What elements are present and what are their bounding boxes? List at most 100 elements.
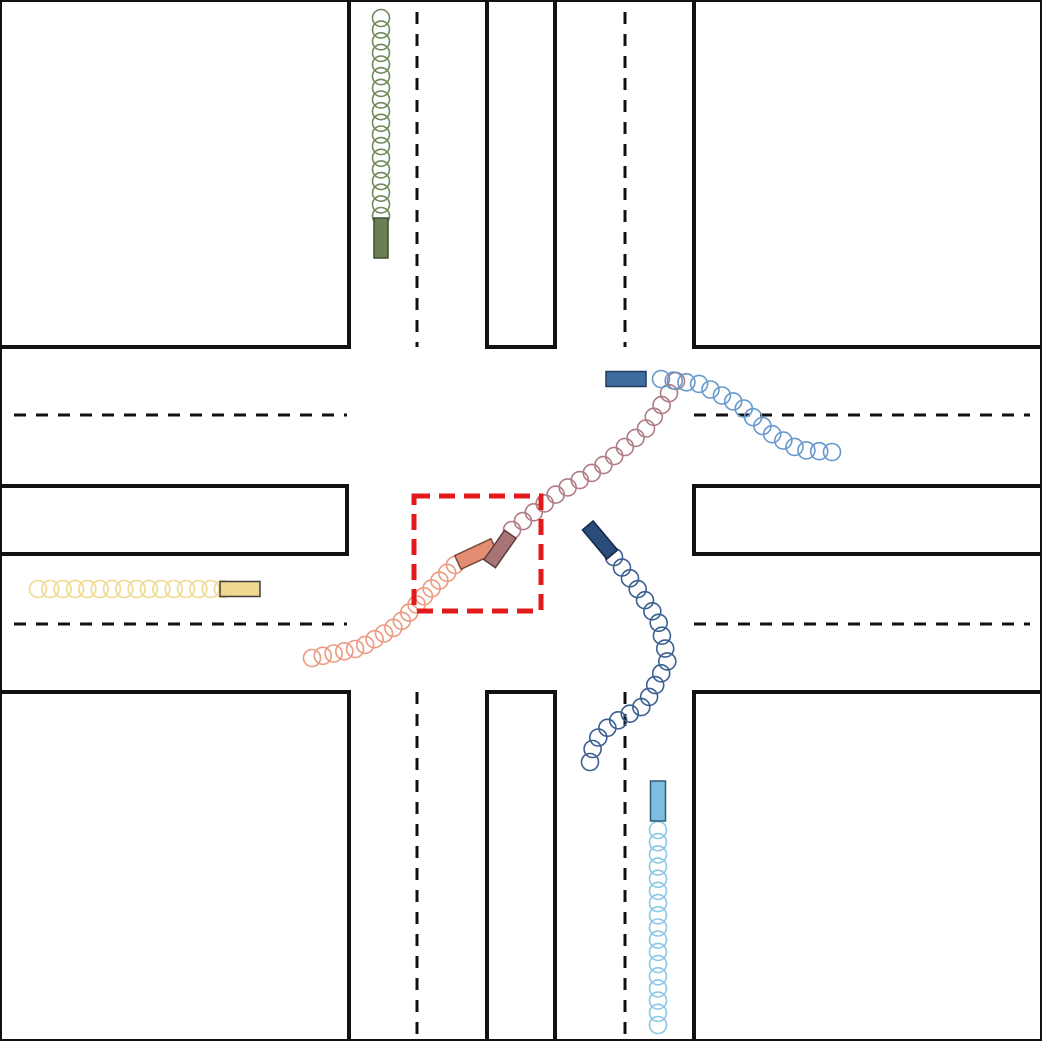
trajectory-point xyxy=(648,1003,668,1023)
trajectory-point xyxy=(648,845,668,864)
trajectory-point xyxy=(371,55,391,74)
trajectory-point xyxy=(652,626,672,646)
trajectory-point xyxy=(365,629,384,649)
trajectory-point xyxy=(65,579,85,599)
trajectory-point xyxy=(201,579,220,599)
trajectory-point xyxy=(371,20,391,39)
trajectory-point xyxy=(649,613,669,633)
trajectory-point xyxy=(371,66,391,86)
trajectory-point xyxy=(648,966,668,986)
trajectory-point xyxy=(785,437,804,457)
trajectory-point xyxy=(648,857,668,876)
trajectory-point xyxy=(648,869,668,889)
trajectory-point xyxy=(797,441,816,460)
trajectory-point xyxy=(127,579,146,599)
trajectory-point xyxy=(636,419,656,438)
trajectory-point xyxy=(657,652,677,671)
trajectory-point xyxy=(371,8,391,28)
trajectory-point xyxy=(626,428,645,448)
collision-highlight-box xyxy=(411,493,544,614)
trajectory-point xyxy=(152,579,171,599)
trajectory-point xyxy=(648,832,668,852)
trajectory-point xyxy=(651,663,671,683)
trajectory-point xyxy=(164,579,183,599)
vehicle-mauve xyxy=(482,529,518,569)
trajectory-point xyxy=(355,635,375,655)
trajectory-point xyxy=(648,991,668,1010)
trajectory-green xyxy=(371,8,391,226)
trajectory-point xyxy=(655,639,675,658)
trajectory-point xyxy=(677,372,696,392)
trajectory-point xyxy=(822,442,842,462)
trajectory-point xyxy=(648,930,668,950)
trajectory-point xyxy=(664,371,684,390)
trajectory-point xyxy=(631,697,651,717)
trajectory-point xyxy=(371,160,391,179)
trajectory-point xyxy=(648,979,668,998)
trajectory-point xyxy=(176,579,196,599)
trajectory-point xyxy=(371,171,391,191)
vehicle-navy xyxy=(581,519,619,561)
trajectory-point xyxy=(371,101,391,121)
trajectory-mauve xyxy=(502,371,686,540)
trajectory-point xyxy=(371,31,391,51)
trajectory-point xyxy=(139,579,159,599)
trajectory-point xyxy=(689,374,709,394)
trajectory-point xyxy=(345,639,365,659)
trajectory-point xyxy=(40,579,60,599)
trajectory-point xyxy=(374,624,394,643)
trajectory-point xyxy=(324,644,343,663)
trajectory-point xyxy=(313,646,333,666)
trajectory-point xyxy=(773,431,793,450)
trajectory-navy xyxy=(580,547,677,772)
trajectory-point xyxy=(648,954,668,974)
trajectory-point xyxy=(701,380,720,399)
trajectory-point xyxy=(648,881,668,901)
trajectory-point xyxy=(651,369,671,389)
trajectory-point xyxy=(371,136,391,156)
trajectory-point xyxy=(371,78,391,98)
trajectory-point xyxy=(648,942,668,962)
trajectory-yellow xyxy=(28,579,233,599)
trajectory-point xyxy=(371,183,391,202)
trajectory-point xyxy=(588,728,608,747)
trajectory-point xyxy=(371,90,391,109)
vehicle-steel-blue xyxy=(605,370,647,388)
vehicle-green xyxy=(373,217,389,259)
trajectory-point xyxy=(115,579,134,599)
vehicle-yellow xyxy=(219,580,261,598)
trajectory-point xyxy=(189,579,208,599)
trajectory-point xyxy=(78,579,97,599)
trajectory-point xyxy=(604,446,624,466)
trajectory-point xyxy=(371,195,391,214)
trajectory-point xyxy=(645,675,665,695)
trajectory-point xyxy=(302,648,322,668)
trajectory-point xyxy=(102,579,122,599)
trajectory-point xyxy=(580,752,600,772)
trajectory-point xyxy=(762,424,782,444)
trajectory-point xyxy=(371,125,391,144)
trajectory-point xyxy=(648,918,668,937)
trajectory-point xyxy=(371,148,391,168)
trajectory-point xyxy=(583,739,602,759)
trajectory-point xyxy=(809,441,829,461)
trajectory-point xyxy=(53,579,73,599)
vehicle-light-blue xyxy=(649,780,667,822)
trajectory-point xyxy=(648,1015,668,1035)
trajectory-point xyxy=(712,386,732,405)
trajectory-point xyxy=(642,601,662,621)
trajectory-point xyxy=(723,392,743,411)
trajectory-point xyxy=(648,905,668,925)
trajectory-point xyxy=(620,704,640,724)
trajectory-point xyxy=(371,43,391,63)
trajectory-point xyxy=(28,579,48,599)
vehicle-trajectories xyxy=(28,8,842,1035)
trajectory-steel-blue xyxy=(651,369,842,462)
trajectory-point xyxy=(90,579,109,599)
trajectory-point xyxy=(648,893,668,913)
vehicles xyxy=(219,217,667,822)
trajectory-point xyxy=(334,641,354,661)
